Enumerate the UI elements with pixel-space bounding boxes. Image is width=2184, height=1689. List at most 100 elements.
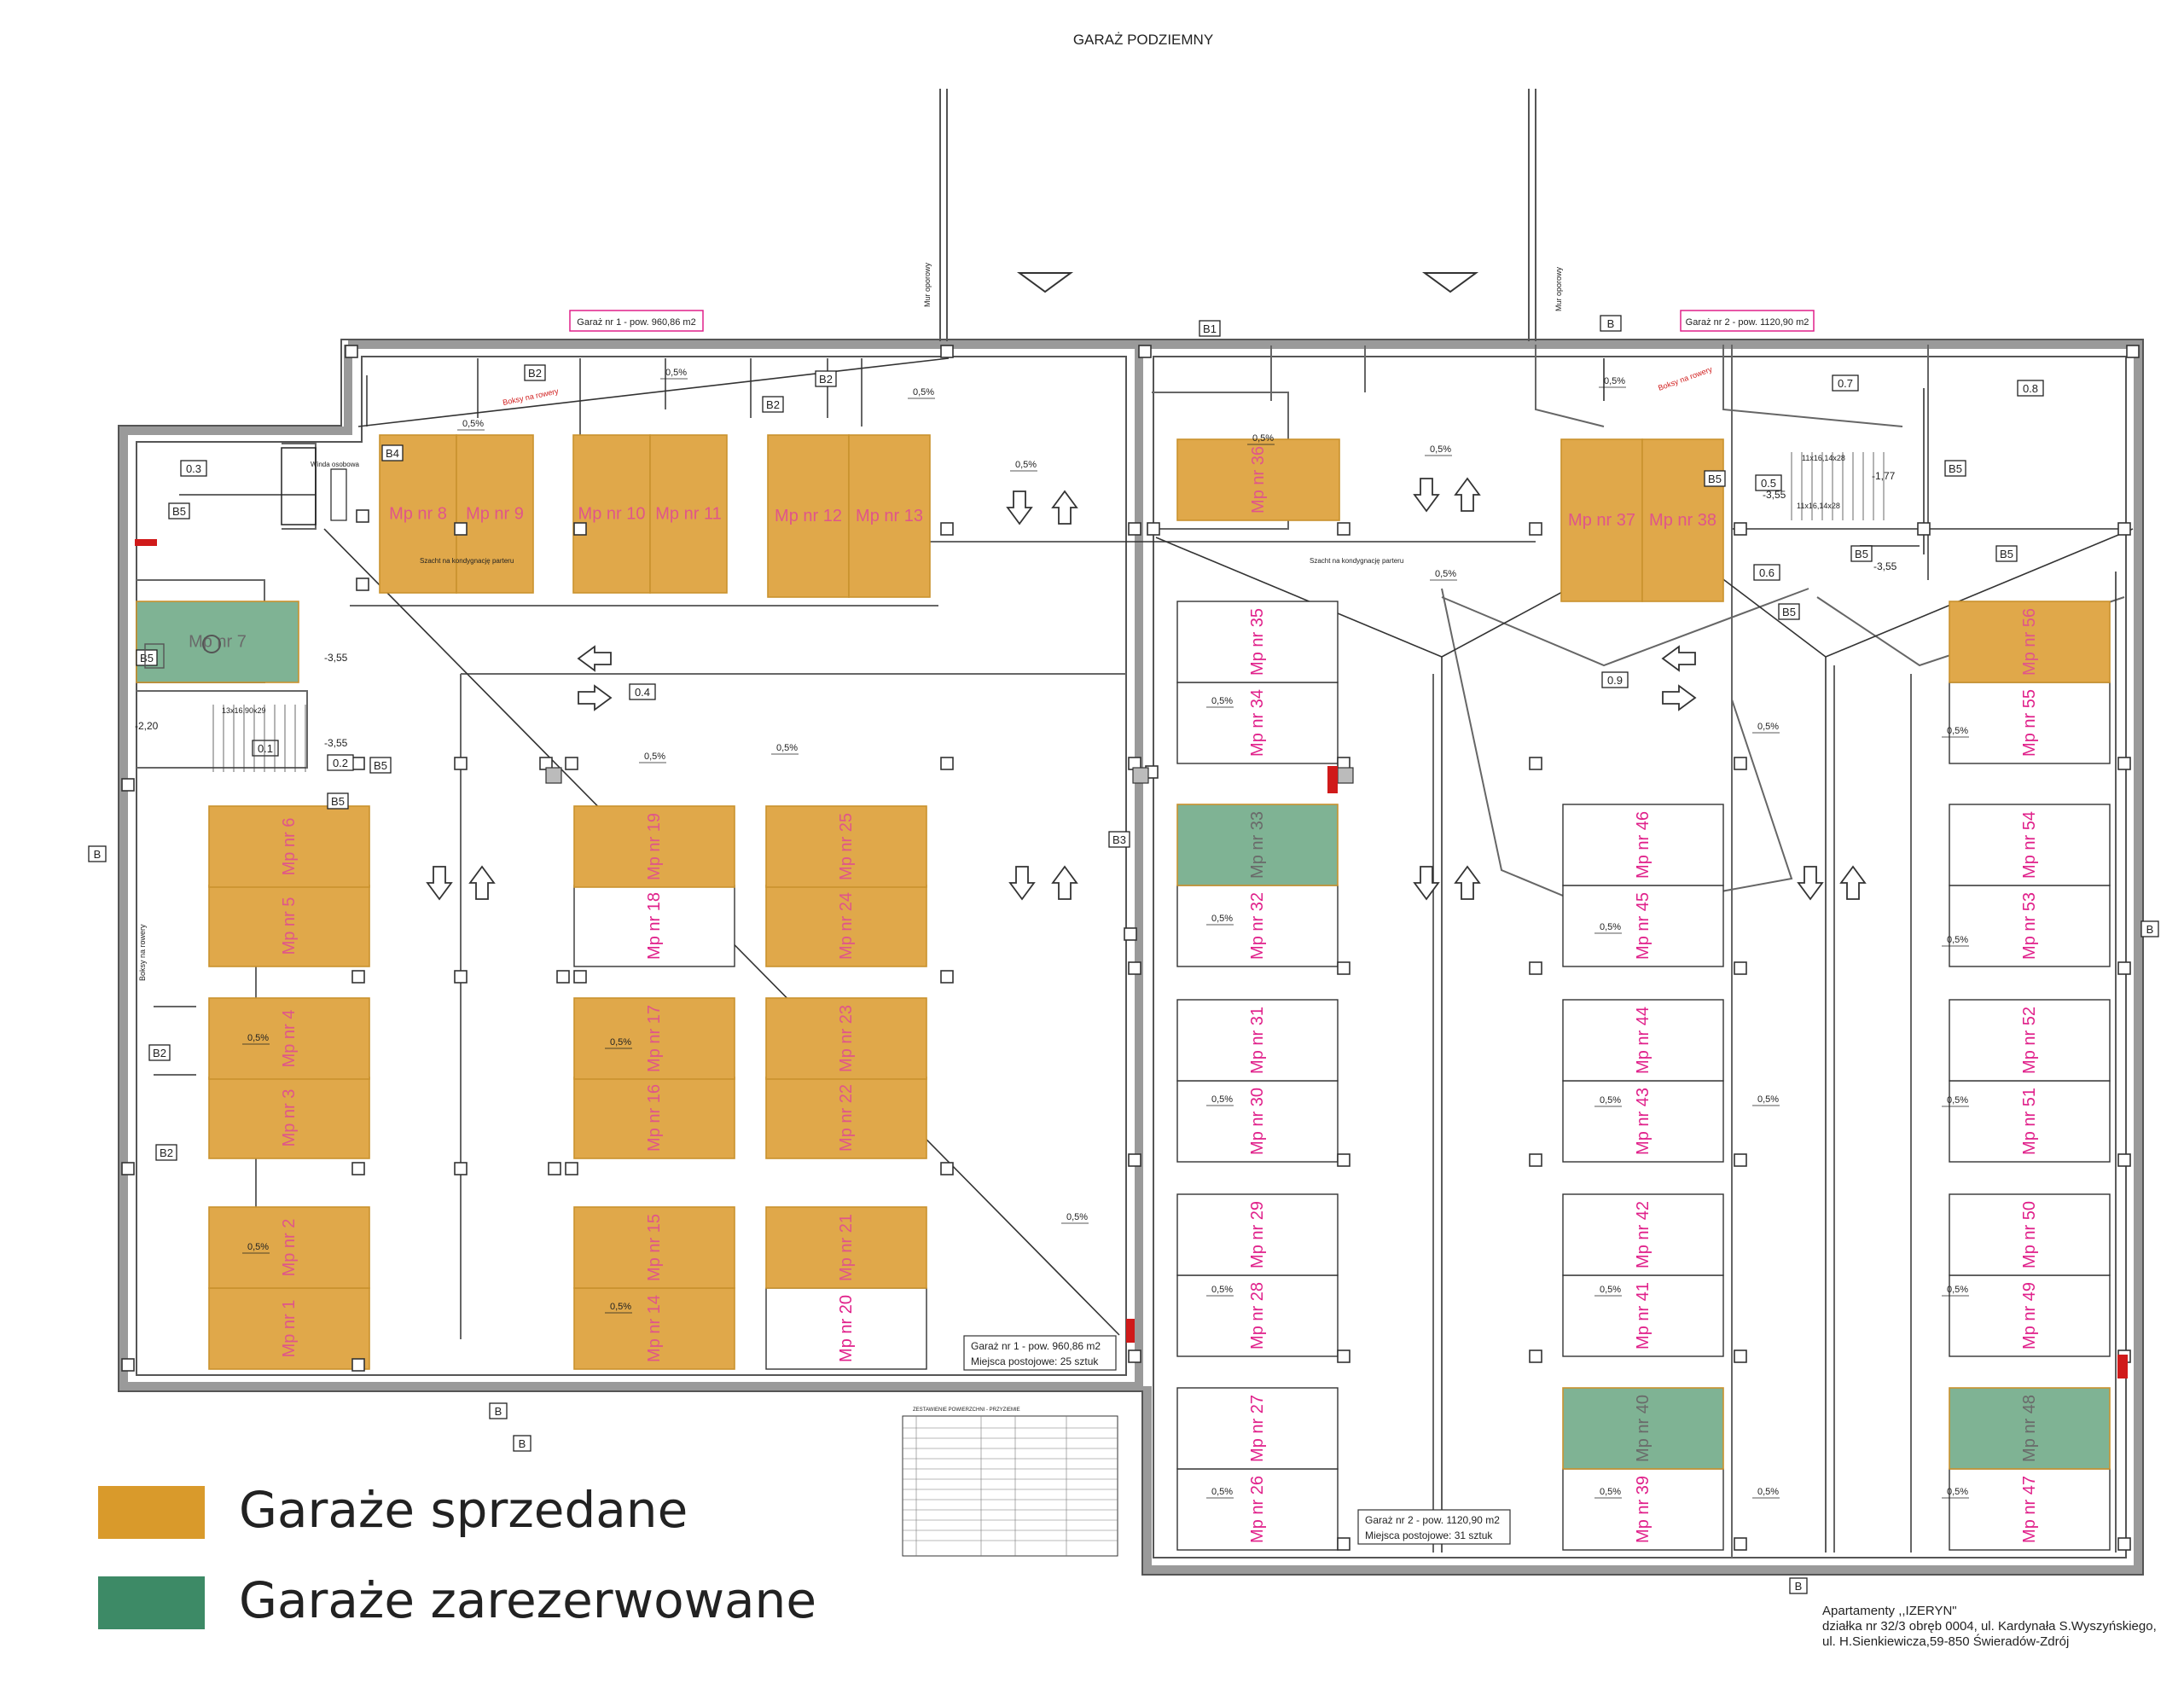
parking-spot-5: Mp nr 5 — [208, 885, 370, 967]
spot-label: Mp nr 52 — [2020, 1007, 2039, 1074]
parking-spot-43: Mp nr 43 — [1562, 1080, 1724, 1163]
svg-text:B: B — [495, 1405, 502, 1418]
parking-spot-31: Mp nr 31 — [1176, 999, 1339, 1082]
svg-text:0,5%: 0,5% — [1600, 1095, 1621, 1106]
area-table-title: ZESTAWIENIE POWIERZCHNI - PRZYZIEMIE — [913, 1408, 1020, 1413]
spot-fill — [1949, 999, 2111, 1082]
svg-text:0,5%: 0,5% — [1015, 460, 1037, 470]
spot-label: Mp nr 50 — [2020, 1201, 2039, 1268]
spot-label: Mp nr 25 — [837, 813, 856, 880]
svg-text:-2,20: -2,20 — [135, 720, 159, 732]
marker-B1: B1 — [1199, 320, 1221, 337]
svg-text:-3,55: -3,55 — [324, 737, 348, 749]
svg-text:0.1: 0.1 — [258, 742, 273, 755]
spot-fill — [1562, 999, 1724, 1082]
svg-text:0,5%: 0,5% — [1600, 1285, 1621, 1295]
parking-spot-45: Mp nr 45 — [1562, 885, 1724, 967]
spot-label: Mp nr 29 — [1248, 1201, 1267, 1268]
svg-text:0.8: 0.8 — [2023, 382, 2038, 395]
svg-text:-3,55: -3,55 — [324, 652, 348, 664]
svg-text:0,5%: 0,5% — [247, 1242, 269, 1252]
svg-text:0,5%: 0,5% — [1947, 1095, 1968, 1106]
marker-B5: B5 — [1944, 460, 1966, 477]
parking-spot-2: Mp nr 2 — [208, 1206, 370, 1289]
svg-text:B: B — [1795, 1580, 1803, 1593]
marker-0.4: 0.4 — [629, 683, 656, 700]
parking-spot-33: Mp nr 33 — [1176, 804, 1339, 886]
spot-fill — [1562, 1387, 1724, 1470]
spot-fill — [1562, 1274, 1724, 1357]
marker-0.7: 0.7 — [1832, 374, 1859, 392]
svg-text:Szacht na kondygnację parteru: Szacht na kondygnację parteru — [1310, 557, 1403, 565]
svg-text:B5: B5 — [172, 505, 186, 518]
spot-fill — [765, 1206, 927, 1289]
spot-label: Mp nr 33 — [1248, 811, 1267, 879]
parking-spot-47: Mp nr 47 — [1949, 1468, 2111, 1551]
parking-spot-15: Mp nr 15 — [573, 1206, 735, 1289]
parking-spot-7: Mp nr 7 — [136, 601, 299, 683]
svg-text:0,5%: 0,5% — [1757, 722, 1779, 732]
plan-title: GARAŻ PODZIEMNY — [1073, 32, 1213, 48]
area-table: ZESTAWIENIE POWIERZCHNI - PRZYZIEMIE — [902, 1408, 1118, 1557]
svg-text:B2: B2 — [160, 1146, 173, 1159]
parking-spot-23: Mp nr 23 — [765, 997, 927, 1080]
spot-fill — [1562, 804, 1724, 886]
marker-B5: B5 — [1778, 603, 1800, 620]
spot-fill — [767, 434, 850, 598]
garage1-header-text: Garaż nr 1 - pow. 960,86 m2 — [577, 317, 695, 328]
spot-label: Mp nr 40 — [1634, 1395, 1653, 1462]
marker-B3: B3 — [1108, 831, 1130, 848]
spot-fill — [1562, 1080, 1724, 1163]
parking-spot-24: Mp nr 24 — [765, 885, 927, 967]
svg-text:Boksy na rowery: Boksy na rowery — [138, 924, 147, 981]
svg-text:0.3: 0.3 — [186, 462, 201, 475]
parking-spot-20: Mp nr 20 — [765, 1287, 927, 1370]
spot-fill — [208, 885, 370, 967]
marker-B: B — [2140, 920, 2159, 937]
spot-fill — [848, 434, 931, 598]
spot-label: Mp nr 1 — [280, 1300, 299, 1358]
spot-label: Mp nr 13 — [856, 507, 923, 525]
parking-spot-49: Mp nr 49 — [1949, 1274, 2111, 1357]
marker-B5: B5 — [369, 757, 392, 774]
spot-label: Mp nr 31 — [1248, 1007, 1267, 1074]
spot-fill — [208, 997, 370, 1080]
parking-spot-30: Mp nr 30 — [1176, 1080, 1339, 1163]
legend-reserved-swatch — [98, 1576, 205, 1629]
spot-fill — [136, 601, 299, 683]
spot-label: Mp nr 3 — [280, 1089, 299, 1147]
svg-text:0,5%: 0,5% — [913, 387, 934, 398]
parking-spot-36: Mp nr 36 — [1176, 438, 1340, 521]
parking-spot-6: Mp nr 6 — [208, 805, 370, 888]
spot-label: Mp nr 47 — [2020, 1476, 2039, 1543]
svg-text:B2: B2 — [528, 367, 542, 380]
spot-label: Mp nr 48 — [2020, 1395, 2039, 1462]
svg-text:0,5%: 0,5% — [1211, 1487, 1233, 1497]
parking-spot-11: Mp nr 11 — [649, 434, 728, 594]
svg-text:0,5%: 0,5% — [1757, 1487, 1779, 1497]
garage2-info-spots: Miejsca postojowe: 31 sztuk — [1365, 1529, 1493, 1541]
parking-spot-28: Mp nr 28 — [1176, 1274, 1339, 1357]
spot-label: Mp nr 12 — [775, 507, 842, 525]
spot-label: Mp nr 41 — [1634, 1282, 1653, 1349]
garage2-header: Garaż nr 2 - pow. 1120,90 m2 — [1680, 310, 1815, 332]
marker-B5: B5 — [1704, 470, 1726, 487]
parking-spot-1: Mp nr 1 — [208, 1287, 370, 1370]
svg-text:B5: B5 — [2000, 548, 2013, 560]
spot-label: Mp nr 19 — [645, 813, 664, 880]
svg-text:B: B — [1607, 317, 1615, 330]
svg-text:0,5%: 0,5% — [1211, 1285, 1233, 1295]
spot-fill — [208, 1206, 370, 1289]
spot-label: Mp nr 34 — [1248, 689, 1267, 757]
garage2-info-area: Garaż nr 2 - pow. 1120,90 m2 — [1365, 1514, 1500, 1526]
spot-label: Mp nr 35 — [1248, 608, 1267, 676]
parking-spot-48: Mp nr 48 — [1949, 1387, 2111, 1470]
spot-fill — [1949, 804, 2111, 886]
parking-spot-4: Mp nr 4 — [208, 997, 370, 1080]
garage1-info-spots: Miejsca postojowe: 25 sztuk — [971, 1355, 1099, 1367]
parking-spot-8: Mp nr 8 — [379, 434, 457, 594]
svg-text:0,5%: 0,5% — [610, 1037, 631, 1048]
spot-label: Mp nr 44 — [1634, 1007, 1653, 1074]
caption-line-2: działka nr 32/3 obręb 0004, ul. Kardynał… — [1822, 1619, 2157, 1634]
